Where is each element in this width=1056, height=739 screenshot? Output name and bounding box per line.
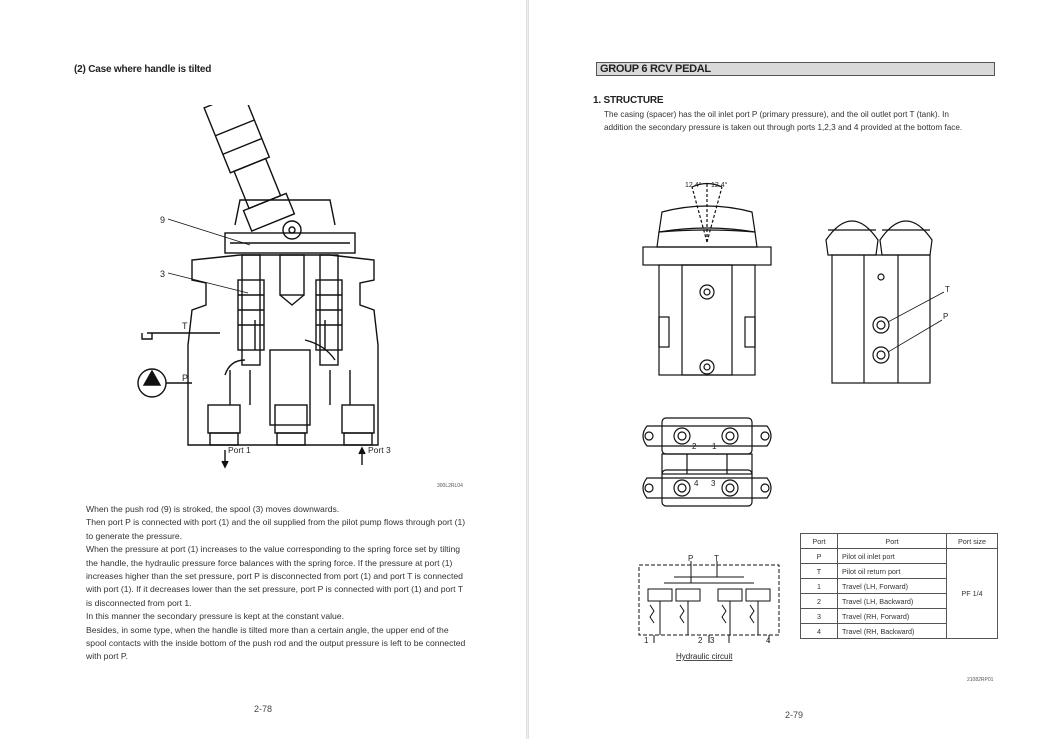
paragraph-1: When the push rod (9) is stroked, the sp… [86,504,340,514]
section-title: (2) Case where handle is tilted [74,64,212,75]
table-row: T Pilot oil return port [800,563,998,579]
page-gutter [526,0,529,739]
intro-line-2: addition the secondary pressure is taken… [604,123,963,132]
label-bottom-2: 2 [692,442,697,451]
circuit-port-1: 1 [644,636,649,645]
right-page: GROUP 6 RCV PEDAL 1. STRUCTURE The casin… [529,0,1056,739]
cell-port: T [800,563,838,579]
cell-port: P [800,548,838,564]
circuit-label-T: T [714,554,719,563]
circuit-label-P: P [688,554,693,563]
figure-code: 21082RP01 [967,677,994,683]
circuit-port-3: 3 [710,636,715,645]
table-row: 4 Travel (RH, Backward) [800,623,998,639]
intro-text: The casing (spacer) has the oil inlet po… [604,108,1004,134]
circuit-port-4: 4 [766,636,771,645]
paragraph-4: In this manner the secondary pressure is… [86,611,344,622]
cell-description: Travel (LH, Backward) [837,593,947,609]
header-port: Port [800,533,838,549]
section-title: 1. STRUCTURE [593,95,664,106]
label-pressure: P [182,373,188,383]
rcv-cross-section-figure: 9 3 T P Port 1 Port 3 [137,105,391,469]
hydraulic-circuit-diagram: P T 1 2 3 4 Hydraulic circuit [638,554,780,661]
group-title-bar: GROUP 6 RCV PEDAL [596,62,995,76]
label-side-T: T [945,285,950,294]
header-port-description: Port [837,533,947,549]
label-port-1: Port 1 [228,445,251,455]
table-header-row: Port Port Port size [800,533,998,549]
pedal-bottom-view: 2 1 4 3 [642,417,772,507]
left-page: (2) Case where handle is tilted [0,0,527,739]
table-row: P Pilot oil inlet port PF 1/4 [800,548,998,639]
port-table: Port Port Port size P Pilot oil inlet po… [800,533,998,639]
header-port-size: Port size [946,533,998,549]
cell-port: 2 [800,593,838,609]
cell-description: Travel (RH, Forward) [837,608,947,624]
pedal-side-view: T P [825,220,950,384]
pedal-front-view: 12.4° 12.4° [642,181,772,376]
page-number: 2-78 [254,704,273,714]
table-row: 2 Travel (LH, Backward) [800,593,998,609]
circuit-caption: Hydraulic circuit [676,652,733,661]
label-tank: T [182,321,188,331]
label-angle-left: 12.4° [685,181,702,189]
group-title: GROUP 6 RCV PEDAL [600,63,711,75]
paragraph-5: Besides, in some type, when the handle i… [86,624,466,662]
paragraph-2: Then port P is connected with port (1) a… [86,517,466,541]
label-part-3: 3 [160,269,165,279]
cell-port: 4 [800,623,838,639]
body-text: When the push rod (9) is stroked, the sp… [86,503,466,664]
cell-port: 1 [800,578,838,594]
label-angle-right: 12.4° [711,181,728,189]
cell-description: Pilot oil inlet port [837,548,947,564]
cell-description: Travel (LH, Forward) [837,578,947,594]
label-side-P: P [943,312,948,321]
label-bottom-1: 1 [712,442,717,451]
cell-description: Pilot oil return port [837,563,947,579]
circuit-port-2: 2 [698,636,703,645]
figure-code: 300L2RL04 [437,483,463,489]
paragraph-3: When the pressure at port (1) increases … [86,544,463,608]
label-part-9: 9 [160,215,165,225]
label-bottom-4: 4 [694,479,699,488]
page-number: 2-79 [785,710,804,720]
label-bottom-3: 3 [711,479,716,488]
label-port-3: Port 3 [368,445,391,455]
cell-port-size: PF 1/4 [946,548,998,639]
cell-description: Travel (RH, Backward) [837,623,947,639]
intro-line-1: The casing (spacer) has the oil inlet po… [604,110,949,119]
cell-port: 3 [800,608,838,624]
